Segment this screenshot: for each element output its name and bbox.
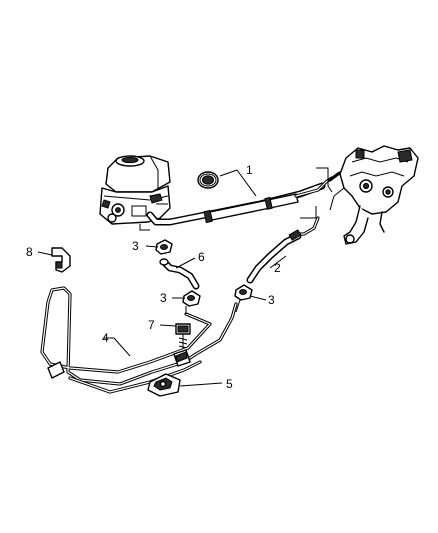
cooler-tube-assembly [40, 286, 238, 394]
callout-3-right: 3 [268, 293, 275, 307]
reservoir-hose [159, 258, 200, 290]
callout-4: 4 [102, 331, 109, 345]
callout-1: 1 [246, 163, 253, 177]
callout-3-middle: 3 [160, 291, 167, 305]
callout-2: 2 [274, 261, 281, 275]
leader-lines [37, 169, 287, 387]
callout-7: 7 [148, 318, 155, 332]
pressure-hose-assembly [146, 170, 344, 226]
seal-ring [197, 171, 219, 189]
hose-clamp-middle [182, 290, 201, 307]
steering-gear [327, 145, 419, 245]
callout-3-upper: 3 [132, 239, 139, 253]
hose-clamp-right [234, 284, 253, 301]
callout-8: 8 [26, 245, 33, 259]
callout-6: 6 [198, 250, 205, 264]
tube-bracket [147, 373, 181, 397]
return-hose [246, 216, 320, 284]
hose-clamp-upper-left [155, 239, 173, 255]
tube-clip [51, 247, 71, 273]
callout-5: 5 [226, 377, 233, 391]
